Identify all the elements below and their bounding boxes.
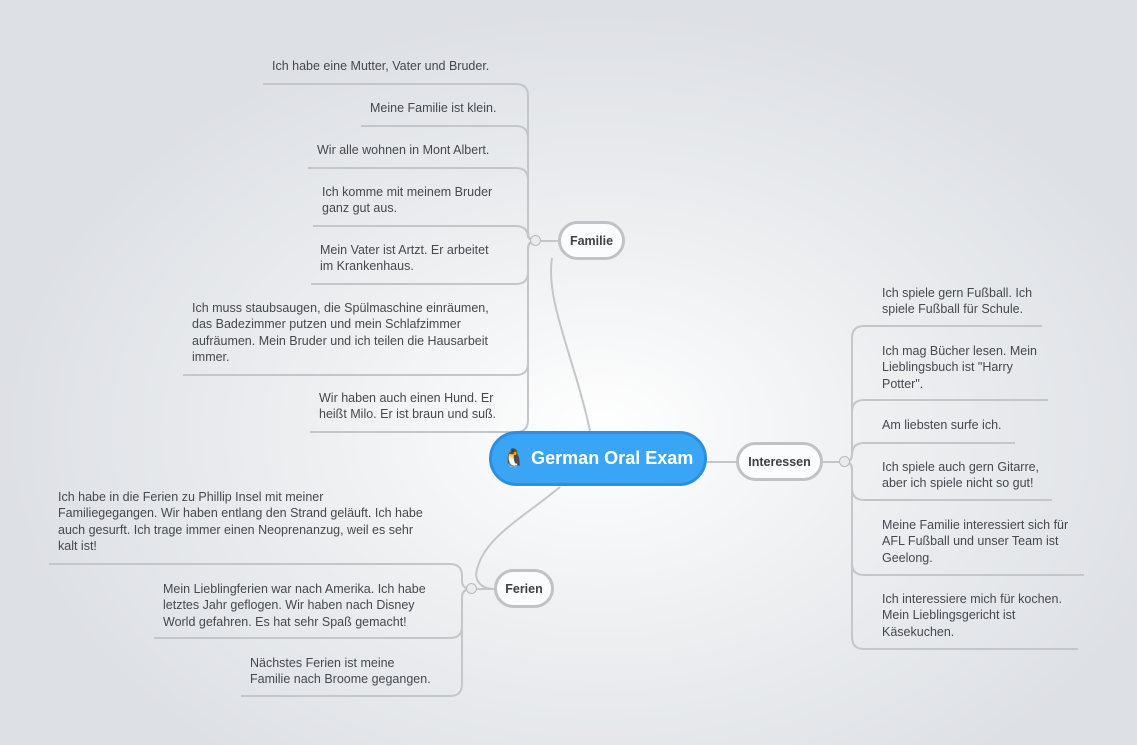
branch-connector — [474, 486, 561, 590]
leaf-text-line: aber ich spiele nicht so gut! — [882, 476, 1034, 491]
leaf-familie-3[interactable]: Wir alle wohnen in Mont Albert. — [317, 142, 489, 158]
leaf-text-line: World gefahren. Es hat sehr Spaß gemacht… — [163, 614, 407, 629]
leaf-familie-2[interactable]: Meine Familie ist klein. — [370, 100, 496, 116]
leaf-familie-5[interactable]: Mein Vater ist Artzt. Er arbeitet im Kran… — [320, 242, 489, 275]
leaf-text-line: Ich mag Bücher lesen. Mein — [882, 344, 1037, 358]
leaf-text-line: Ich komme mit meinem Bruder — [322, 185, 493, 199]
leaf-text-line: im Krankenhaus. — [320, 259, 414, 274]
leaf-text-line: AFL Fußball und unser Team ist — [882, 534, 1059, 549]
penguin-icon: 🐧 — [502, 448, 526, 468]
leaf-text-line: Ich habe in die Ferien zu Phillip Insel … — [58, 490, 324, 504]
leaf-text-line: letztes Jahr geflogen. Wir haben nach Di… — [163, 598, 415, 613]
leaf-familie-7[interactable]: Wir haben auch einen Hund. Er heißt Milo.… — [319, 390, 496, 423]
collapse-familie-toggle[interactable] — [530, 235, 541, 246]
collapse-ferien-toggle[interactable] — [466, 583, 477, 594]
leaf-familie-4[interactable]: Ich komme mit meinem Bruder ganz gut aus. — [322, 184, 492, 217]
leaf-text-line: Käsekuchen. — [882, 624, 955, 639]
leaf-text-line: spiele Fußball für Schule. — [882, 302, 1024, 317]
leaf-ferien-2[interactable]: Mein Lieblingferien war nach Amerika. Ic… — [163, 581, 426, 630]
leaf-familie-6[interactable]: Ich muss staubsaugen, die Spülmaschine e… — [192, 300, 489, 365]
root-title: German Oral Exam — [531, 448, 694, 468]
leaf-text-line: kalt ist! — [58, 538, 97, 553]
leaf-text-line: Familie nach Broome gegangen. — [250, 672, 431, 687]
branch-interessen[interactable]: Interessen — [736, 442, 823, 481]
leaf-ferien-1[interactable]: Ich habe in die Ferien zu Phillip Insel … — [58, 489, 423, 554]
leaf-text-line: Geelong. — [882, 550, 933, 565]
leaf-text-line: immer. — [192, 349, 230, 364]
leaf-text-line: Mein Vater ist Artzt. Er arbeitet — [320, 243, 489, 257]
branch-connector — [550, 257, 591, 432]
leaf-interessen-6[interactable]: Ich interessiere mich für kochen. Mein Li… — [882, 591, 1062, 640]
leaf-text-line: auch gesurft. Ich trage immer einen Neop… — [58, 522, 414, 537]
leaf-text-line: Meine Familie interessiert sich für — [882, 518, 1069, 532]
leaf-text-line: Potter". — [882, 376, 924, 391]
leaf-text-line: Mein Lieblingsgericht ist — [882, 608, 1016, 623]
leaf-interessen-1[interactable]: Ich spiele gern Fußball. Ich spiele Fußba… — [882, 285, 1032, 318]
leaf-text-line: Am liebsten surfe ich. — [882, 418, 1002, 432]
leaf-interessen-3[interactable]: Am liebsten surfe ich. — [882, 417, 1002, 433]
leaf-text-line: Wir haben auch einen Hund. Er — [319, 391, 494, 405]
leaf-text-line: Nächstes Ferien ist meine — [250, 656, 395, 670]
leaf-text-line: aufräumen. Mein Bruder und ich teilen di… — [192, 333, 489, 348]
branch-ferien[interactable]: Ferien — [494, 569, 554, 608]
leaf-text-line: Wir alle wohnen in Mont Albert. — [317, 143, 490, 157]
collapse-interessen-toggle[interactable] — [839, 456, 850, 467]
branch-familie[interactable]: Familie — [558, 221, 625, 260]
leaf-interessen-4[interactable]: Ich spiele auch gern Gitarre, aber ich sp… — [882, 459, 1039, 492]
leaf-text-line: heißt Milo. Er ist braun und suß. — [319, 407, 497, 422]
leaf-text-line: Meine Familie ist klein. — [370, 101, 497, 115]
leaf-connector — [313, 225, 537, 242]
leaf-text-line: ganz gut aus. — [322, 201, 398, 216]
leaf-text-line: Ich interessiere mich für kochen. — [882, 592, 1062, 606]
leaf-familie-1[interactable]: Ich habe eine Mutter, Vater und Bruder. — [272, 58, 489, 74]
branch-label: Familie — [569, 233, 614, 248]
leaf-text-line: Ich muss staubsaugen, die Spülmaschine e… — [192, 301, 489, 315]
leaf-text-line: Ich spiele gern Fußball. Ich — [882, 286, 1033, 300]
leaf-text-line: Ich habe eine Mutter, Vater und Bruder. — [272, 59, 490, 73]
leaf-text-line: Lieblingsbuch ist "Harry — [882, 360, 1013, 375]
leaf-text-line: das Badezimmer putzen und mein Schlafzim… — [192, 317, 461, 332]
leaf-text-line: Mein Lieblingferien war nach Amerika. Ic… — [163, 582, 426, 596]
leaf-text-line: Ich spiele auch gern Gitarre, — [882, 460, 1040, 474]
branch-label: Interessen — [748, 454, 811, 469]
root-topic[interactable]: 🐧 German Oral Exam — [489, 431, 707, 486]
leaf-text-line: Familiegegangen. Wir haben entlang den S… — [58, 506, 423, 521]
branch-label: Ferien — [505, 581, 543, 596]
